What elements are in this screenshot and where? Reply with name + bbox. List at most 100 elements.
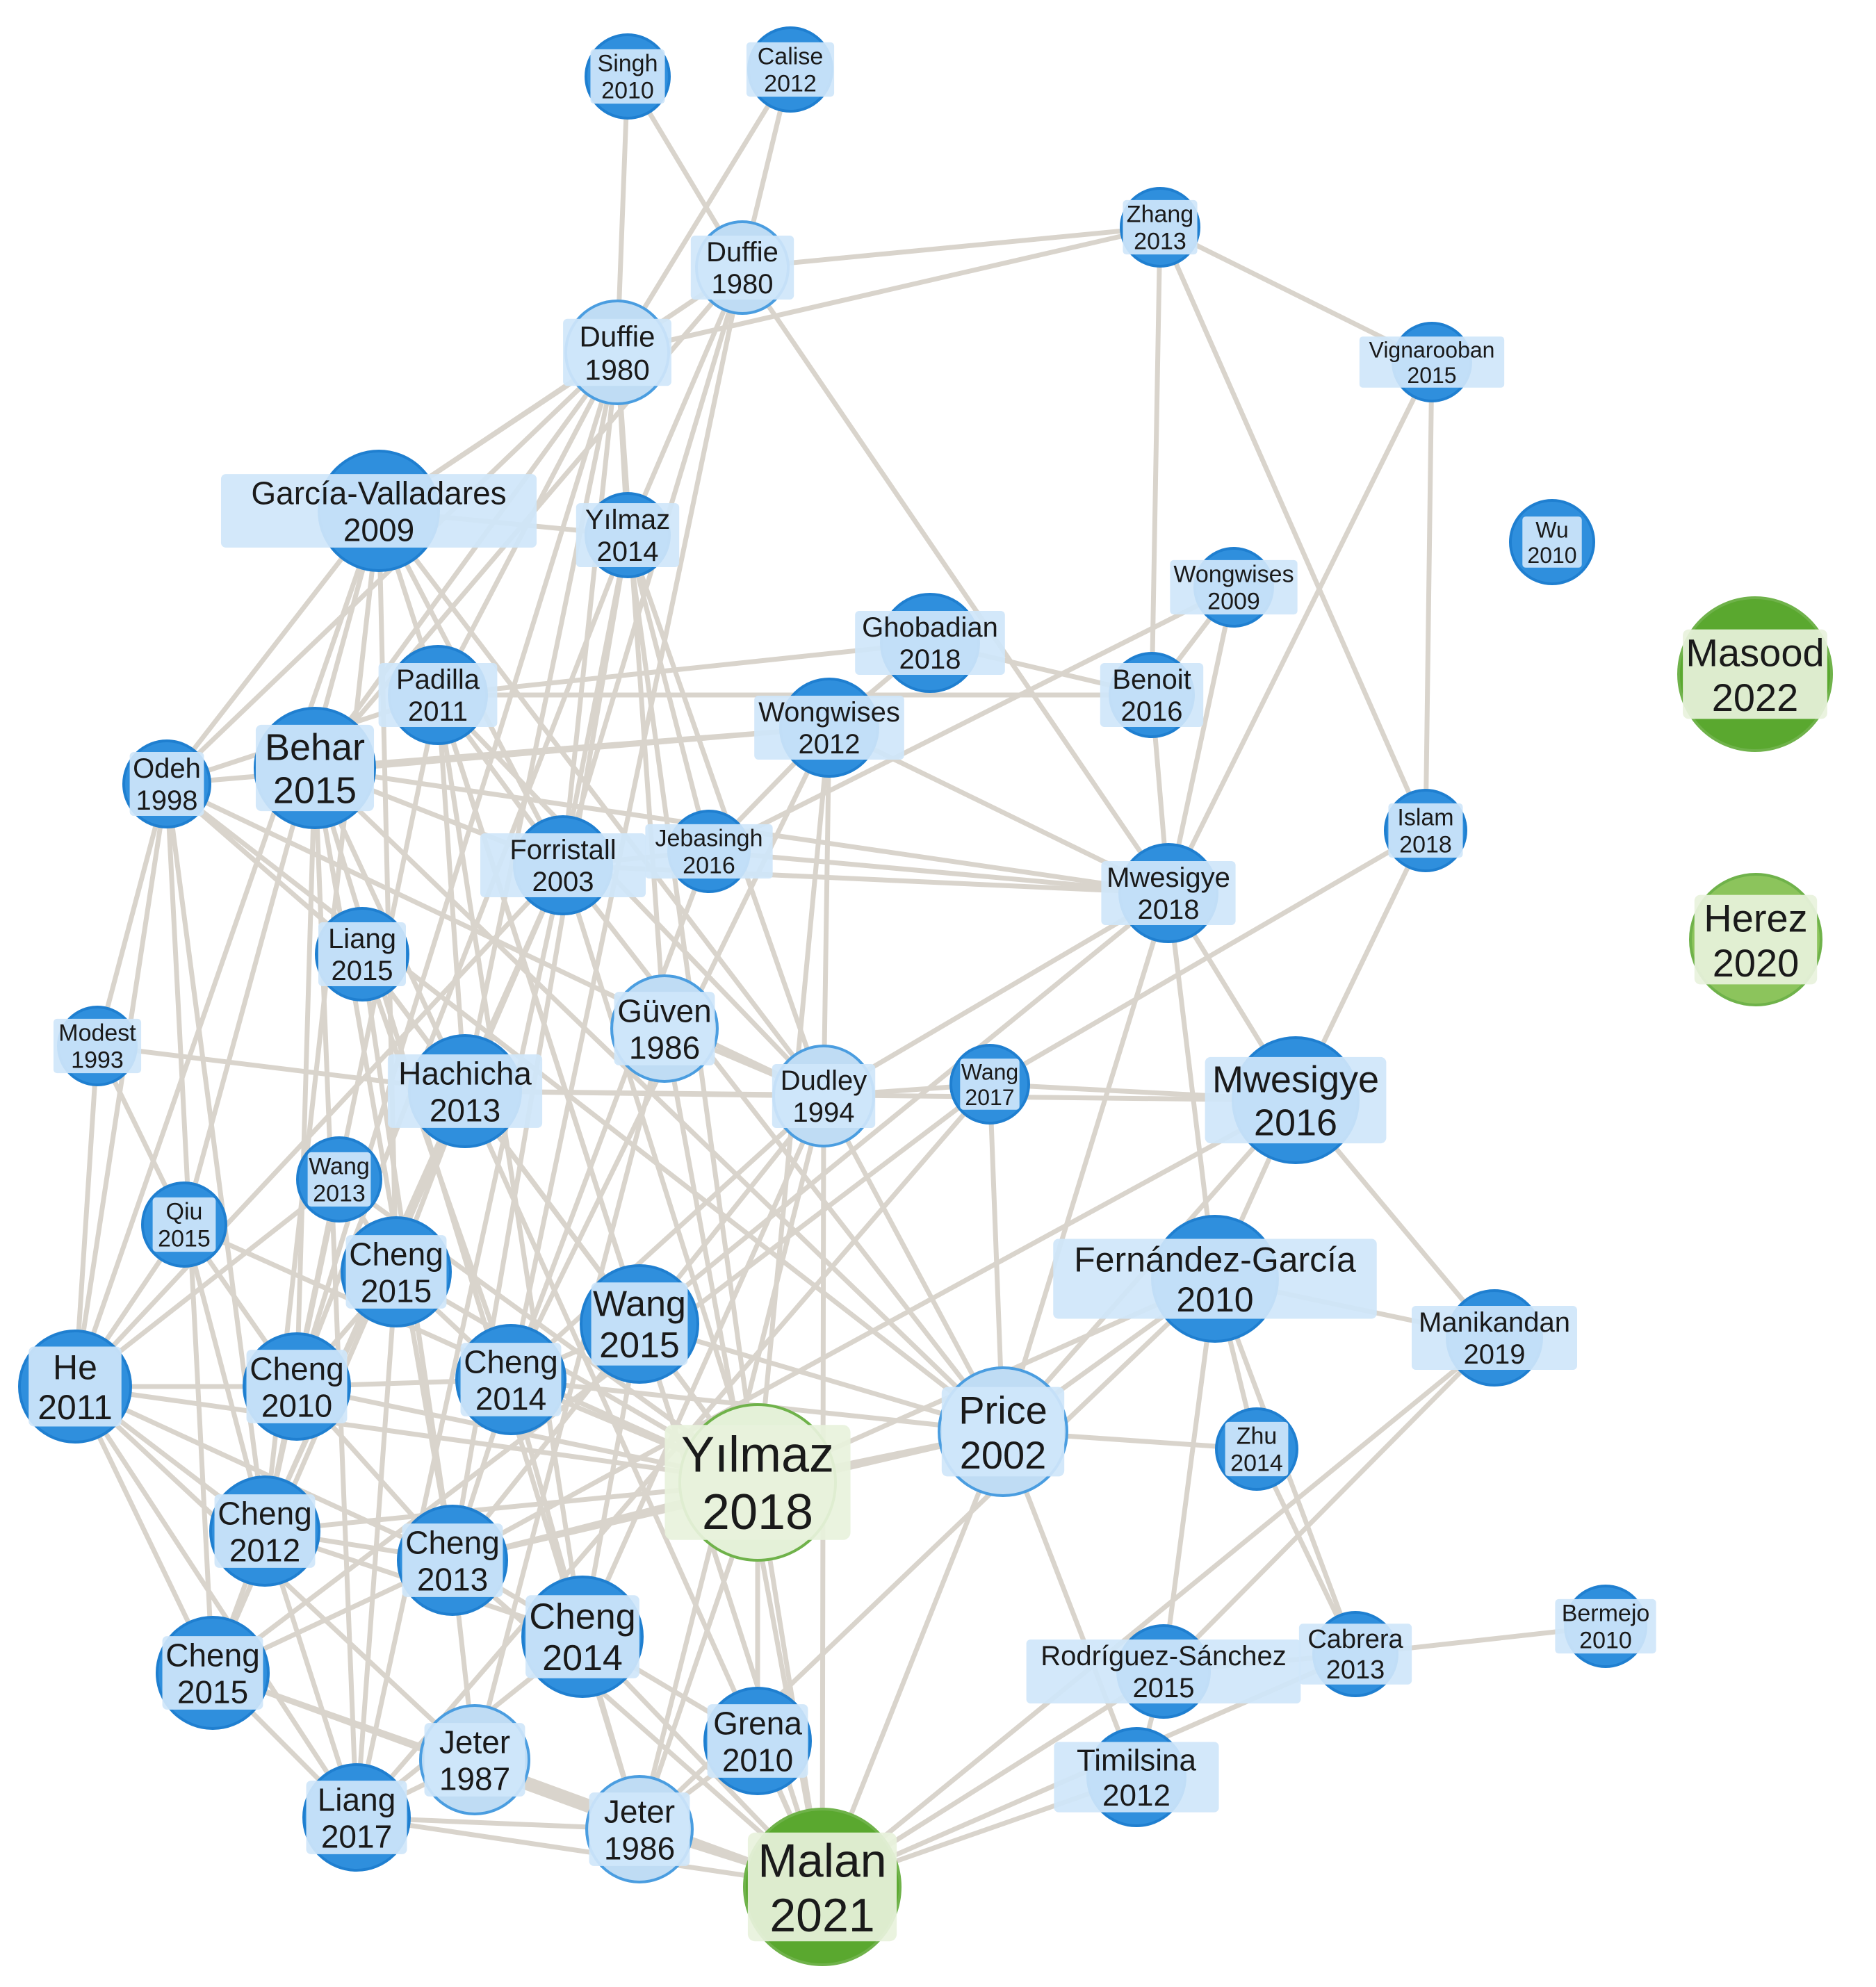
node-year: 2018 xyxy=(1399,831,1452,858)
node-year: 2013 xyxy=(417,1562,488,1598)
node-year: 2015 xyxy=(273,769,357,811)
node-label-background xyxy=(1694,894,1818,985)
node-author: Cheng xyxy=(529,1596,635,1637)
node-author: Bermejo xyxy=(1562,1600,1650,1626)
node-year: 2017 xyxy=(965,1085,1014,1110)
node-label-background xyxy=(563,318,671,386)
node-year: 1986 xyxy=(629,1030,700,1066)
node-year: 2016 xyxy=(1254,1102,1337,1143)
edge-duffie1980a-zhang2013 xyxy=(740,224,1163,270)
node-year: 2011 xyxy=(38,1388,113,1427)
node-label-background xyxy=(378,663,498,727)
node-label-background xyxy=(855,611,1005,675)
edge-zhang2013-benoit2016 xyxy=(1149,224,1163,698)
edge-ghobadian2018-padilla2011 xyxy=(435,640,933,698)
node-label-background xyxy=(1388,803,1463,858)
node-year: 2014 xyxy=(542,1638,623,1678)
node-year: 2013 xyxy=(430,1093,500,1129)
node-author: Cabrera xyxy=(1307,1625,1403,1654)
node-year: 2015 xyxy=(361,1273,432,1309)
node-author: Cheng xyxy=(405,1525,500,1561)
node-author: Grena xyxy=(713,1706,802,1742)
edge-wongwises2009-jebasingh2016 xyxy=(706,584,1237,854)
node-year: 1980 xyxy=(712,269,774,300)
node-year: 2017 xyxy=(321,1819,392,1855)
edge-behar2015-cheng2010 xyxy=(294,765,318,1389)
node-label-background xyxy=(53,1018,142,1074)
edge-mwesigye2018-dudley1994 xyxy=(821,890,1171,1099)
node-author: Jebasingh xyxy=(655,825,762,851)
node-label-background xyxy=(746,42,835,97)
node-label-background xyxy=(664,1425,851,1540)
node-author: Cheng xyxy=(165,1637,260,1674)
node-label-background xyxy=(402,1523,503,1597)
node-author: Cheng xyxy=(218,1496,312,1532)
edge-wang2017-cheng2015b xyxy=(210,1081,993,1676)
node-label-background xyxy=(480,833,646,897)
edge-he2011-liang2017 xyxy=(72,1384,359,1820)
node-author: Wang xyxy=(593,1284,686,1324)
node-year: 2010 xyxy=(261,1388,332,1424)
node-label-background xyxy=(28,1346,122,1427)
node-year: 2015 xyxy=(599,1325,680,1366)
node-label-background xyxy=(772,1064,876,1128)
node-label-background xyxy=(1359,336,1505,388)
node-author: Jeter xyxy=(604,1794,675,1830)
node-label-background xyxy=(1298,1624,1412,1685)
